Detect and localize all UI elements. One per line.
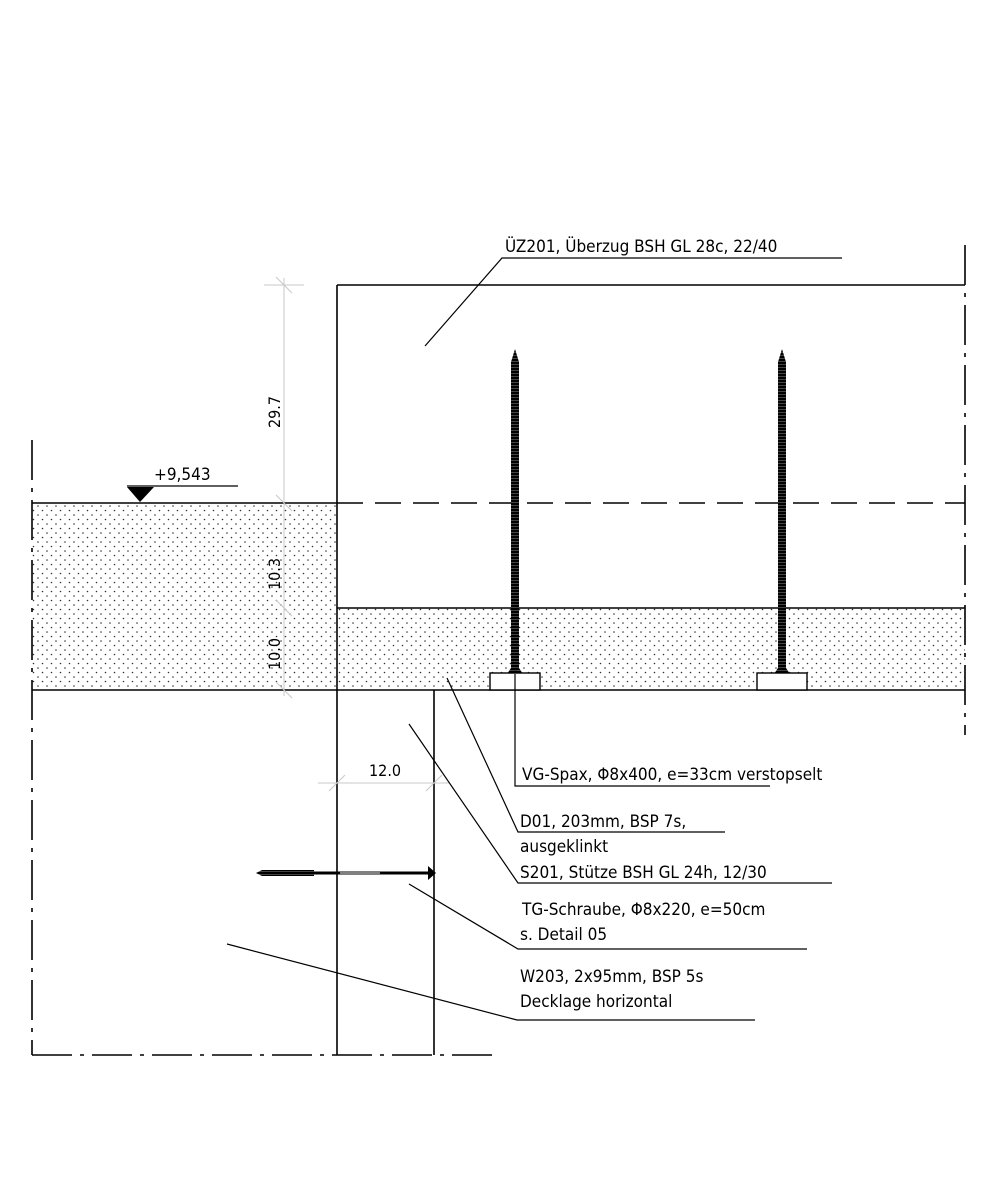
elevation-text: +9,543 <box>154 465 211 485</box>
label-column: S201, Stütze BSH GL 24h, 12/30 <box>520 863 767 883</box>
slab-right <box>337 607 965 690</box>
horizontal-dimension: 12.0 <box>318 761 450 792</box>
label-wall-line1: W203, 2x95mm, BSP 5s <box>520 967 703 987</box>
leader-lines <box>226 257 842 1021</box>
vg-screw-1 <box>489 349 541 691</box>
vertical-dimension: 29.7 10.3 10.0 <box>264 276 304 699</box>
label-tg-line1: TG-Schraube, Φ8x220, e=50cm <box>521 900 765 920</box>
level-triangle-icon <box>127 487 154 502</box>
dim-column-width: 12.0 <box>369 761 401 780</box>
dim-layer-upper: 10.3 <box>265 558 284 590</box>
dim-layer-lower: 10.0 <box>265 638 284 670</box>
label-slab-line1: D01, 203mm, BSP 7s, <box>520 812 686 832</box>
label-wall-line2: Decklage horizontal <box>520 992 672 1012</box>
beam-outline <box>336 245 966 735</box>
label-tg-line2: s. Detail 05 <box>520 925 607 945</box>
dim-beam-height: 29.7 <box>265 396 284 428</box>
label-beam: ÜZ201, Überzug BSH GL 28c, 22/40 <box>505 235 777 257</box>
slab-left <box>32 502 337 690</box>
tg-screw <box>256 866 436 880</box>
label-slab-line2: ausgeklinkt <box>520 837 608 857</box>
vg-screw-2 <box>756 349 808 691</box>
label-vg-screw: VG-Spax, Φ8x400, e=33cm verstopselt <box>522 765 822 785</box>
elevation-marker: +9,543 <box>127 465 238 502</box>
